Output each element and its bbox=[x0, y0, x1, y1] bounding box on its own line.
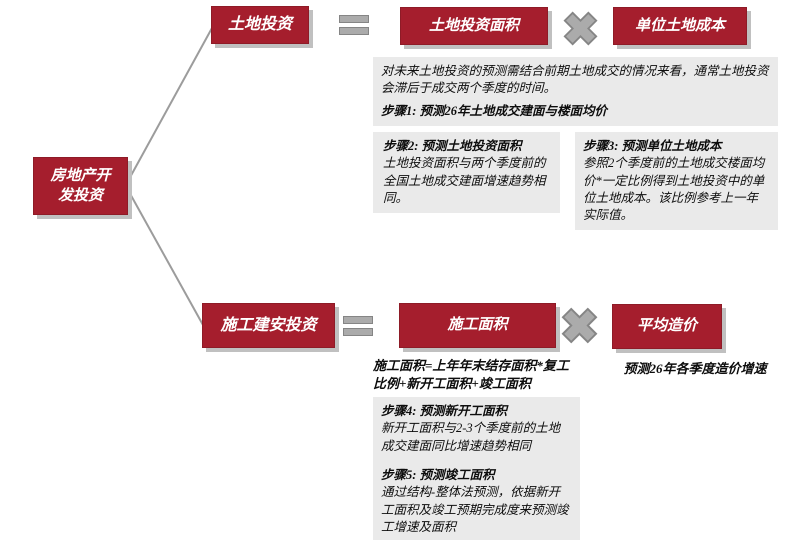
step2-panel: 步骤2: 预测土地投资面积 土地投资面积与两个季度前的全国土地成交建面增速趋势相… bbox=[373, 132, 560, 213]
node-real-estate-development-investment: 房地产开发投资 bbox=[33, 157, 128, 215]
step2-body: 土地投资面积与两个季度前的全国土地成交建面增速趋势相同。 bbox=[383, 156, 546, 205]
step5-body: 通过结构-整体法预测，依据新开工面积及竣工预期完成度来预测竣工增速及面积 bbox=[381, 485, 569, 534]
step3-title: 步骤3: 预测单位土地成本 bbox=[583, 139, 722, 153]
land-intro-panel: 对未来土地投资的预测需结合前期土地成交的情况来看，通常土地投资会滞后于成交两个季… bbox=[373, 57, 778, 126]
node-construction-area: 施工面积 bbox=[399, 303, 556, 348]
step4-title: 步骤4: 预测新开工面积 bbox=[381, 404, 508, 418]
node-label: 土地投资面积 bbox=[428, 17, 519, 34]
node-label: 土地投资 bbox=[227, 16, 292, 34]
construction-area-formula: 施工面积=上年年末结存面积*复工比例+新开工面积+竣工面积 bbox=[373, 358, 569, 392]
step3-panel: 步骤3: 预测单位土地成本 参照2个季度前的土地成交楼面均价*一定比例得到土地投… bbox=[575, 132, 778, 231]
node-label: 单位土地成本 bbox=[634, 17, 725, 34]
node-label: 平均造价 bbox=[636, 318, 697, 335]
node-land-investment-area: 土地投资面积 bbox=[400, 7, 548, 45]
step1-title: 步骤1: 预测26年土地成交建面与楼面均价 bbox=[381, 103, 608, 118]
node-construction-investment: 施工建安投资 bbox=[202, 303, 335, 348]
land-intro-text: 对未来土地投资的预测需结合前期土地成交的情况来看，通常土地投资会滞后于成交两个季… bbox=[381, 64, 769, 96]
node-label: 施工面积 bbox=[447, 317, 508, 334]
connector-line-construction bbox=[127, 189, 204, 326]
step4-panel: 步骤4: 预测新开工面积 新开工面积与2-3个季度前的土地成交建面同比增速趋势相… bbox=[373, 397, 580, 461]
step4-body: 新开工面积与2-3个季度前的土地成交建面同比增速趋势相同 bbox=[381, 421, 561, 453]
node-average-cost: 平均造价 bbox=[612, 304, 722, 349]
multiply-icon bbox=[563, 11, 598, 46]
step5-title: 步骤5: 预测竣工面积 bbox=[381, 468, 495, 482]
equals-icon bbox=[343, 316, 373, 340]
node-label: 房地产开发投资 bbox=[50, 167, 111, 204]
average-cost-note: 预测26年各季度造价增速 bbox=[623, 361, 767, 376]
multiply-icon bbox=[561, 307, 598, 344]
step2-title: 步骤2: 预测土地投资面积 bbox=[383, 139, 522, 153]
node-label: 施工建安投资 bbox=[220, 316, 317, 334]
step5-panel: 步骤5: 预测竣工面积 通过结构-整体法预测，依据新开工面积及竣工预期完成度来预… bbox=[373, 461, 580, 540]
step3-body: 参照2个季度前的土地成交楼面均价*一定比例得到土地投资中的单位土地成本。该比例参… bbox=[583, 156, 765, 222]
equals-icon bbox=[339, 15, 369, 39]
connector-line-land bbox=[127, 27, 213, 182]
node-unit-land-cost: 单位土地成本 bbox=[613, 7, 747, 45]
node-land-investment: 土地投资 bbox=[211, 6, 309, 44]
